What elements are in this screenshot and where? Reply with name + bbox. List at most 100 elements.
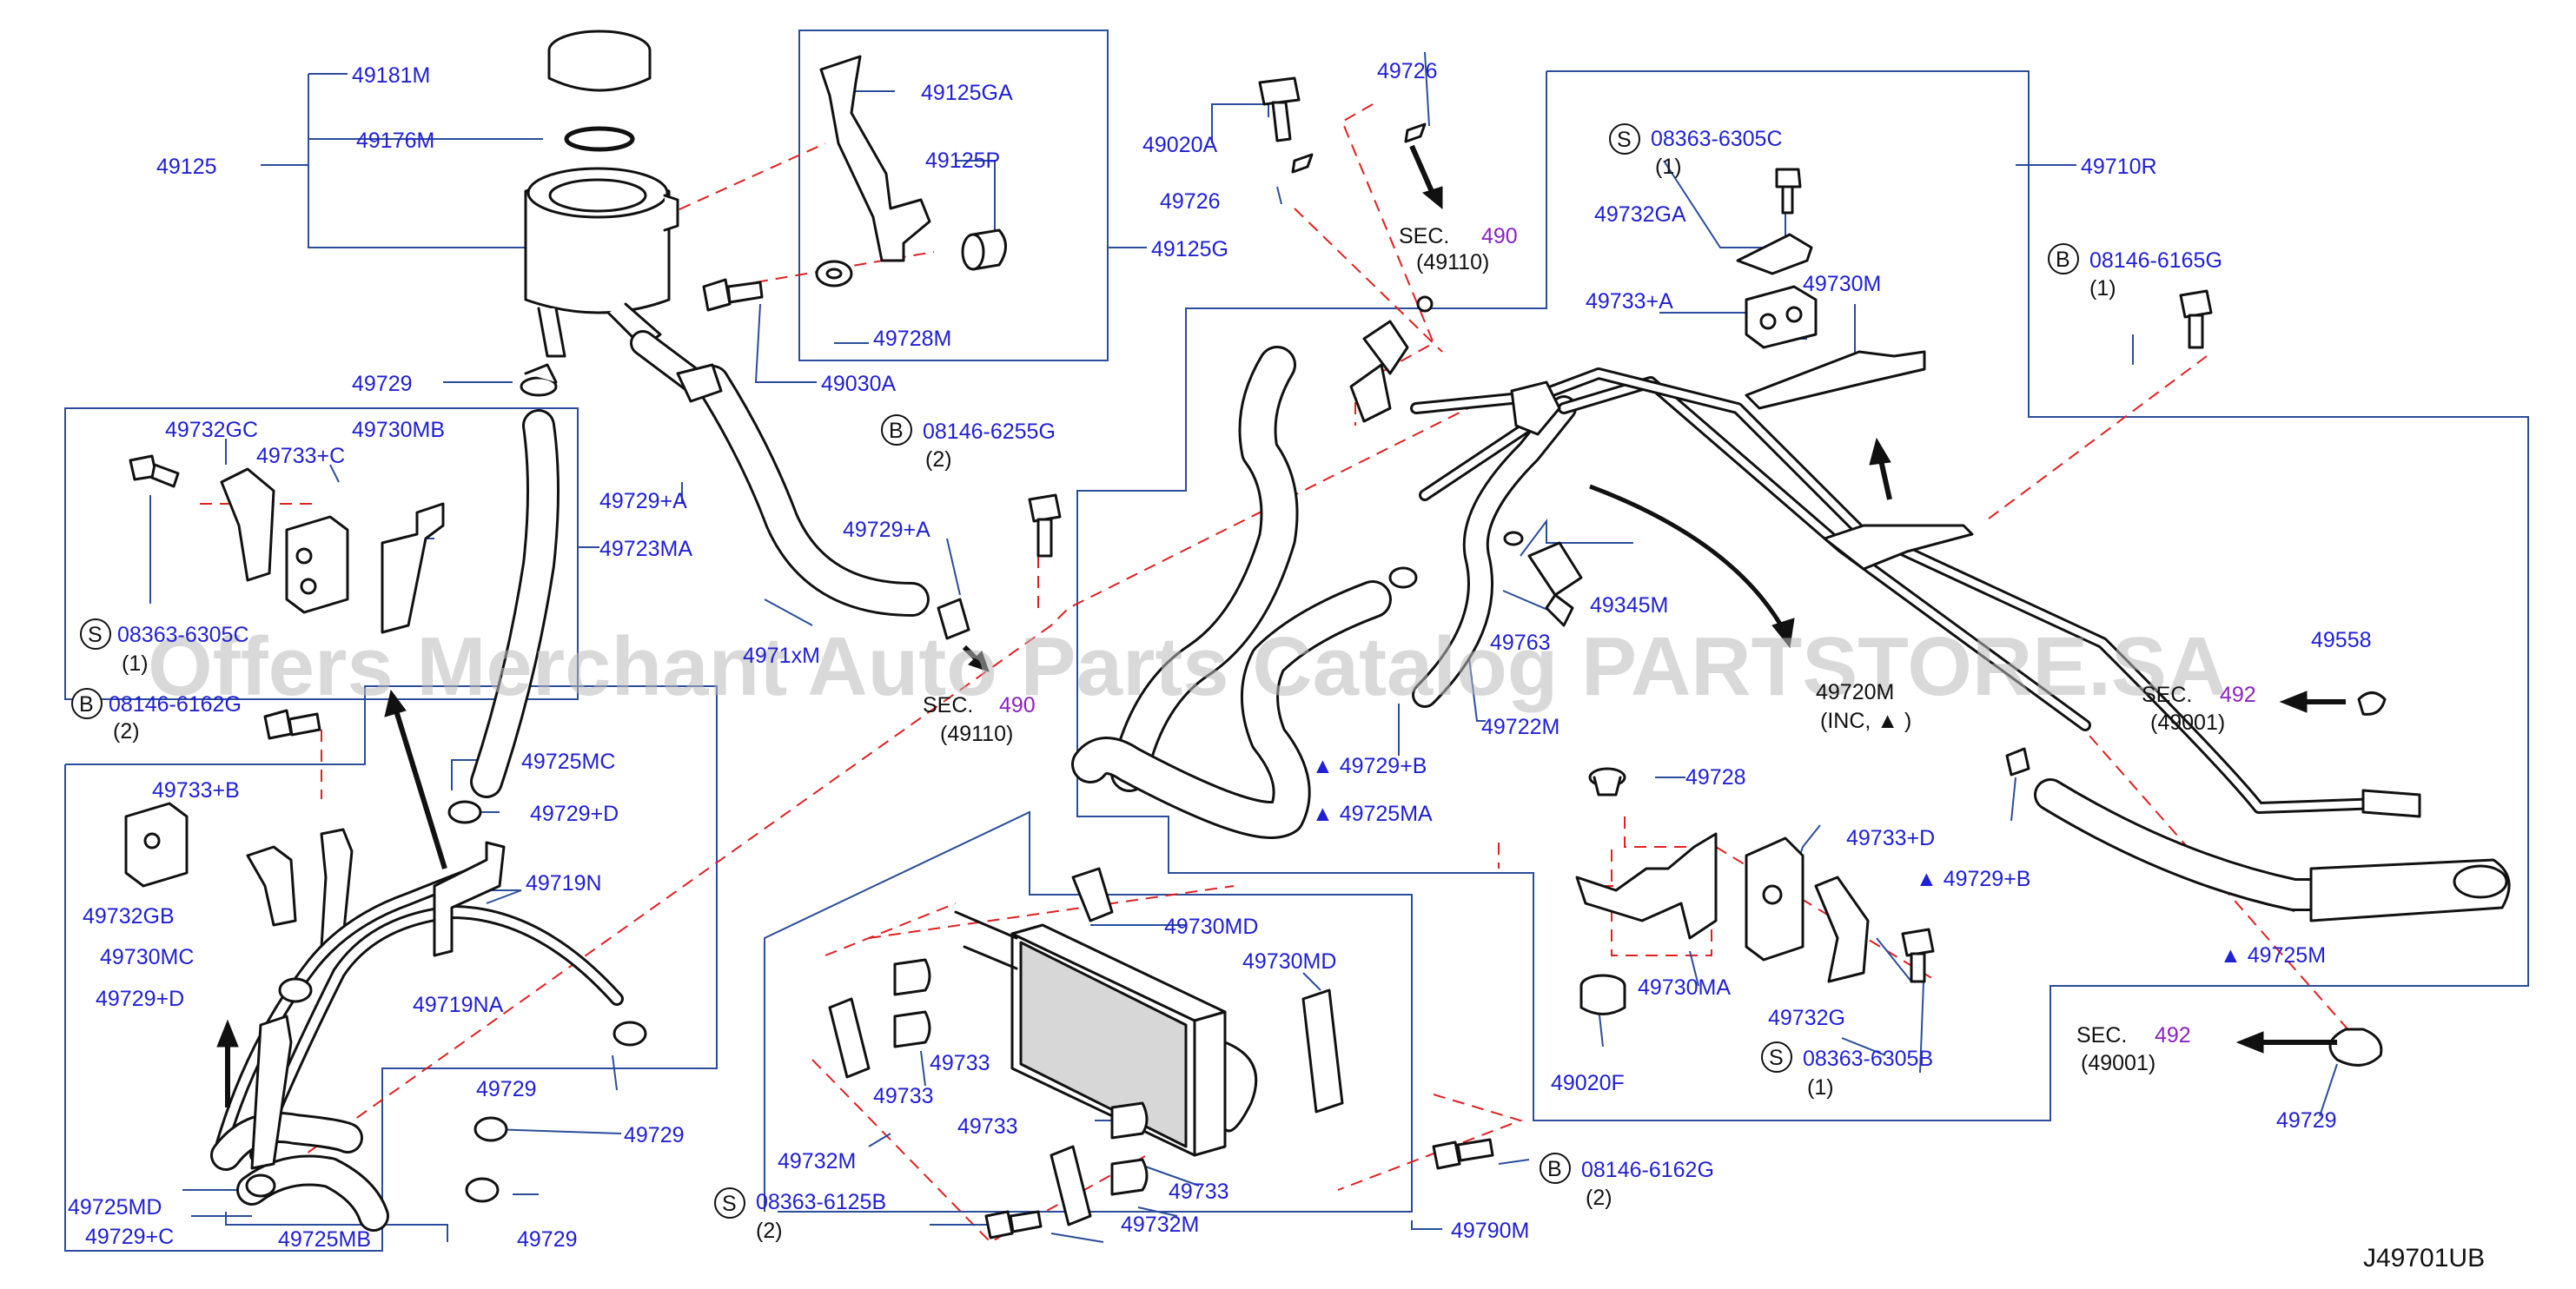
label-49732M-2[interactable]: 49732M [1121,1213,1199,1237]
section-ref-490-mid[interactable]: SEC. 490 (49110) [923,693,1036,746]
label-49733B[interactable]: 49733+B [152,778,240,803]
svg-text:B: B [2056,248,2070,272]
label-49730MA[interactable]: 49730MA [1638,975,1731,1000]
prefix-s-right: S [1609,123,1640,155]
label-08146-6165G[interactable]: 08146-6165G [2089,248,2222,273]
label-49176M[interactable]: 49176M [356,129,434,153]
insulator-49733B [124,802,189,888]
label-49732G[interactable]: 49732G [1768,1006,1845,1030]
label-49729A-1[interactable]: 49729+A [599,489,687,513]
hose-49725MD [210,1112,363,1171]
label-49729-mid3[interactable]: 49729 [517,1227,578,1252]
section-ref-490-top[interactable]: SEC. 490 (49110) [1399,224,1518,274]
label-49125P[interactable]: 49125P [925,149,1000,173]
label-49719N[interactable]: 49719N [526,871,602,896]
label-49763[interactable]: 49763 [1490,631,1551,655]
svg-text:(49001): (49001) [2150,711,2225,735]
label-49710R[interactable]: 49710R [2081,155,2157,179]
label-08146-6255G[interactable]: 08146-6255G [923,420,1056,444]
label-49729D-2[interactable]: 49729+D [530,802,619,826]
label-49125G[interactable]: 49125G [1151,237,1228,261]
label-49723MA[interactable]: 49723MA [599,537,692,561]
label-49729-top[interactable]: 49729 [352,372,413,396]
label-49722M[interactable]: 49722M [1481,715,1560,739]
label-49733-2[interactable]: 49733 [873,1084,934,1108]
clamp-49729D [278,800,482,1003]
label-08363-6125B[interactable]: 08363-6125B [756,1190,886,1214]
label-49733-3[interactable]: 49733 [957,1114,1018,1139]
label-49732GB[interactable]: 49732GB [83,904,175,929]
frame-49710R [1076,70,2529,1121]
label-49732M-1[interactable]: 49732M [778,1149,856,1173]
svg-text:SEC.: SEC. [2142,683,2192,707]
label-49125GA[interactable]: 49125GA [921,81,1013,105]
label-49720M[interactable]: 49720M [1816,680,1894,704]
bracket-49730MB [381,502,445,634]
label-49733A[interactable]: 49733+A [1586,289,1673,314]
label-49729-mid2[interactable]: 49729 [624,1123,685,1147]
label-49020F[interactable]: 49020F [1551,1071,1625,1095]
label-49725MB[interactable]: 49725MB [278,1227,371,1252]
svg-text:SEC.: SEC. [923,693,973,717]
label-49733D[interactable]: 49733+D [1846,826,1935,850]
label-49726-b[interactable]: 49726 [1377,59,1438,83]
label-49729C[interactable]: 49729+C [85,1225,174,1249]
label-08146-6162G-left[interactable]: 08146-6162G [109,692,242,717]
frame-49719N [64,685,718,1252]
label-49345M[interactable]: 49345M [1590,593,1668,618]
watermark: Offers Merchant Auto Parts Catalog PARTS… [148,620,2227,713]
label-49725M[interactable]: ▲ 49725M [2220,943,2326,968]
label-49733C[interactable]: 49733+C [256,444,345,468]
label-08363-6305B[interactable]: 08363-6305B [1803,1047,1933,1071]
label-08363-6305C-left[interactable]: 08363-6305C [117,623,249,647]
label-49729B-2[interactable]: ▲ 49729+B [1916,867,2030,891]
label-4971xM[interactable]: 4971xM [743,644,820,668]
brackets-49732M [828,997,1092,1226]
arrow-up-right [1878,459,1892,500]
label-49729D-1[interactable]: 49729+D [96,987,184,1011]
arrow-sec490-top [1409,144,1436,197]
label-49730MD-2[interactable]: 49730MD [1242,949,1336,974]
label-49729A-2[interactable]: 49729+A [843,518,930,542]
label-49719NA[interactable]: 49719NA [413,993,504,1017]
label-08363-6305C-right[interactable]: 08363-6305C [1651,127,1783,151]
label-49726-a[interactable]: 49726 [1160,189,1221,214]
insulator-49733D [1745,836,1805,962]
group-labels: 49181M 49176M 49125 49729 49125GA 49125P… [68,59,2485,1272]
label-49733-4[interactable]: 49733 [1169,1180,1229,1204]
label-49790M[interactable]: 49790M [1451,1219,1529,1243]
label-49728M[interactable]: 49728M [873,327,951,351]
label-49181M[interactable]: 49181M [352,63,430,88]
label-49730MC[interactable]: 49730MC [100,945,194,969]
label-08146-6162G-mid[interactable]: 08146-6162G [1581,1158,1714,1182]
frame-49790M [764,810,1413,1213]
label-49733-1[interactable]: 49733 [930,1051,990,1075]
section-ref-492-upper[interactable]: SEC. 492 (49001) [2142,683,2256,735]
label-49732GC[interactable]: 49732GC [165,418,258,442]
label-49728[interactable]: 49728 [1685,765,1746,790]
label-49732GA[interactable]: 49732GA [1594,202,1686,227]
label-49725MA[interactable]: ▲ 49725MA [1312,802,1433,826]
bolt-08363-6305C-right [1775,168,1802,215]
label-49729B-1[interactable]: ▲ 49729+B [1312,754,1427,778]
frame-49723MA [64,407,579,700]
label-4955x[interactable]: 49558 [2311,628,2372,652]
label-49729-mid[interactable]: 49729 [476,1077,537,1101]
washer-49728 [1588,767,1626,797]
label-49030A[interactable]: 49030A [821,372,897,396]
svg-text:SEC.: SEC. [1399,224,1449,248]
label-49725MC[interactable]: 49725MC [521,750,615,774]
qty-s-left: (1) [122,651,149,676]
tube-49720M-assembly [1071,320,2421,839]
label-49730MD-1[interactable]: 49730MD [1164,915,1258,939]
washer-49726-b [1404,122,1427,143]
bolt-left-b [129,454,180,488]
qty-s-right: (1) [1655,155,1682,179]
label-49725MD[interactable]: 49725MD [68,1195,162,1220]
label-49125[interactable]: 49125 [156,155,217,179]
label-49730MB[interactable]: 49730MB [352,418,445,442]
section-ref-492-lower[interactable]: SEC. 492 (49001) [2076,1023,2191,1075]
label-49020A[interactable]: 49020A [1142,133,1218,157]
label-49729-right[interactable]: 49729 [2276,1108,2337,1133]
label-49730M[interactable]: 49730M [1803,272,1881,296]
